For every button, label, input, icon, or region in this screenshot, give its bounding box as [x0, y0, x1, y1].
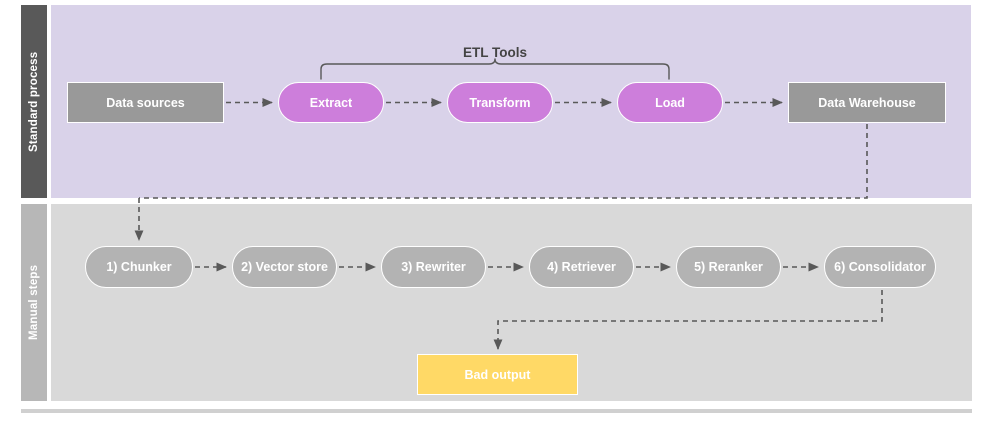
bottom-divider [21, 409, 972, 413]
node-data-warehouse[interactable]: Data Warehouse [788, 82, 946, 123]
lane-standard-process-label: Standard process [21, 5, 47, 198]
node-data-sources[interactable]: Data sources [67, 82, 224, 123]
node-consolidator[interactable]: 6) Consolidator [824, 246, 936, 288]
lane-manual-steps-label: Manual steps [21, 204, 47, 401]
node-rewriter[interactable]: 3) Rewriter [381, 246, 486, 288]
node-load[interactable]: Load [617, 82, 723, 123]
node-chunker[interactable]: 1) Chunker [85, 246, 193, 288]
node-bad-output[interactable]: Bad output [417, 354, 578, 395]
node-reranker[interactable]: 5) Reranker [676, 246, 781, 288]
etl-tools-label: ETL Tools [463, 45, 527, 60]
node-retriever[interactable]: 4) Retriever [529, 246, 634, 288]
node-vector-store[interactable]: 2) Vector store [232, 246, 337, 288]
node-transform[interactable]: Transform [447, 82, 553, 123]
node-extract[interactable]: Extract [278, 82, 384, 123]
